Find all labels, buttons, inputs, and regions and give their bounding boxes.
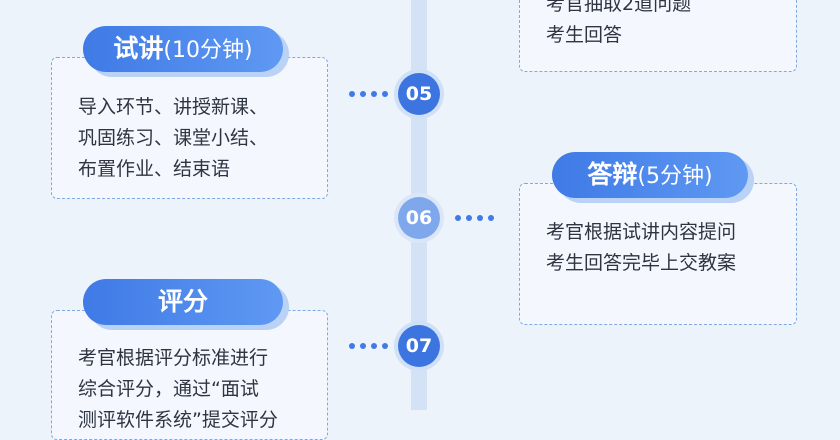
step-duration: (10分钟) — [163, 38, 253, 63]
card-line: 布置作业、结束语 — [78, 158, 231, 180]
step-card-previous: 考官抽取2道问题 考生回答 — [519, 0, 797, 72]
step-duration: (5分钟) — [637, 164, 713, 189]
card-line: 考生回答完毕上交教案 — [546, 252, 737, 274]
step-title: 答辩 — [587, 160, 638, 189]
step-card-06: 考官根据试讲内容提问 考生回答完毕上交教案 — [519, 183, 797, 325]
step-card-07: 考官根据评分标准进行 综合评分，通过“面试 测评软件系统”提交评分 — [51, 310, 328, 440]
connector-dots — [349, 343, 393, 349]
card-line: 考官根据试讲内容提问 — [546, 221, 737, 243]
card-line: 考官根据评分标准进行 — [78, 347, 269, 369]
connector-dots — [349, 91, 393, 97]
step-number-07: 07 — [398, 325, 440, 367]
step-number-06: 06 — [398, 197, 440, 239]
step-title: 试讲 — [113, 34, 164, 63]
step-title: 评分 — [157, 287, 208, 316]
card-line: 导入环节、讲授新课、 — [78, 96, 269, 118]
step-card-05: 导入环节、讲授新课、 巩固练习、课堂小结、 布置作业、结束语 — [51, 57, 328, 199]
step-title-tag-07: 评分 — [83, 279, 283, 325]
step-number-05: 05 — [398, 73, 440, 115]
connector-dots — [455, 215, 499, 221]
card-line: 巩固练习、课堂小结、 — [78, 127, 269, 149]
card-line: 考生回答 — [546, 24, 623, 46]
card-line: 考官抽取2道问题 — [546, 0, 692, 15]
step-title-tag-06: 答辩(5分钟) — [552, 152, 748, 198]
card-line: 综合评分，通过“面试 — [78, 378, 259, 400]
step-title-tag-05: 试讲(10分钟) — [83, 26, 283, 72]
